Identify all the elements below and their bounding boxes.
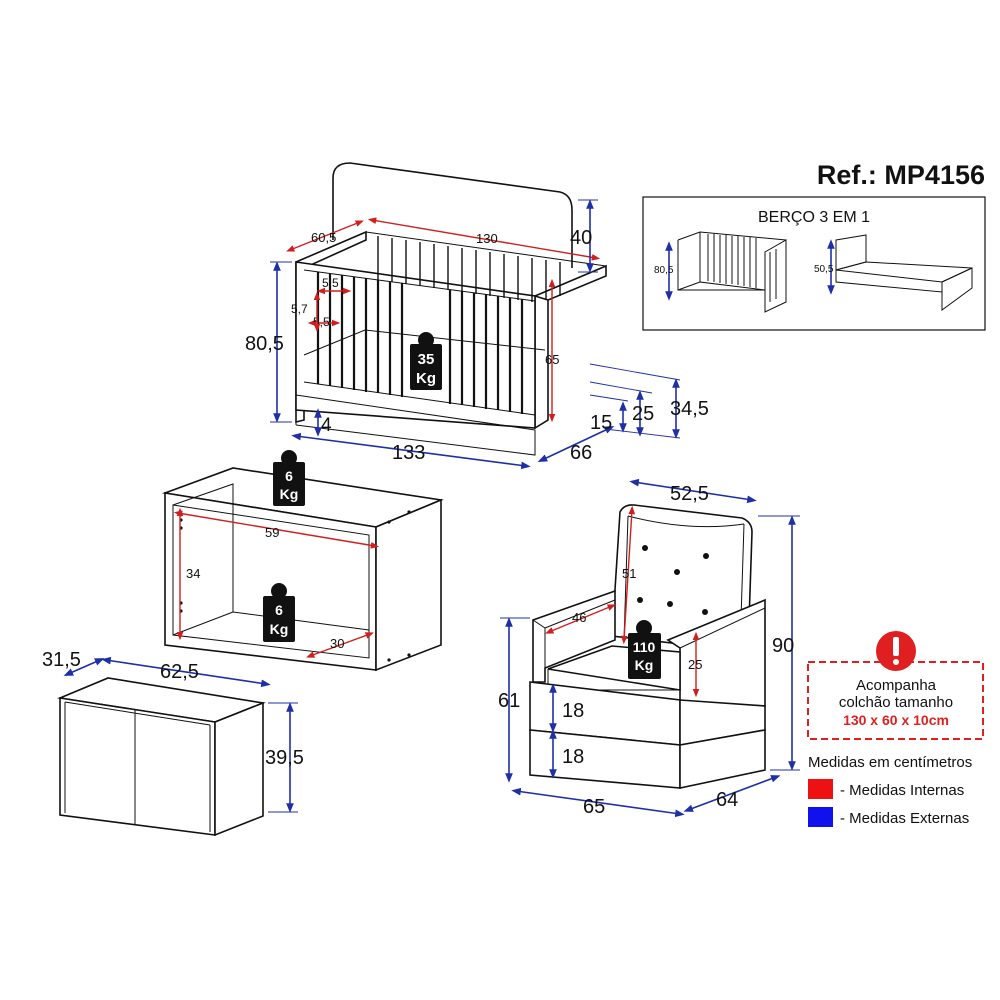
notice-line-2: colchão tamanho — [839, 694, 953, 711]
crib-length-int-label: 130 — [476, 231, 498, 246]
crib-modes-title: BERÇO 3 EM 1 — [758, 209, 870, 226]
armchair-seat-width-label: 46 — [572, 610, 586, 625]
cabinet-depth-label: 31,5 — [42, 649, 81, 671]
legend-swatch-external — [808, 807, 833, 827]
changing-table-top-weight-icon: 6 Kg — [273, 450, 305, 506]
changing-table-top-unit: Kg — [280, 486, 299, 502]
crib-base-offset: 4 — [321, 415, 332, 436]
bed-mode-drawing: 50,5 — [814, 234, 973, 311]
crib-mattress-h2: 25 — [632, 403, 654, 425]
cabinet-width-line — [101, 656, 271, 688]
cabinet-depth-line — [63, 658, 105, 676]
crib-depth-int-line — [286, 220, 364, 252]
crib-weight-unit: Kg — [416, 370, 436, 387]
crib-weight-icon: 35 Kg — [410, 332, 442, 390]
mattress-notice: Acompanha colchão tamanho 130 x 60 x 10c… — [807, 631, 984, 740]
crib-depth-int-label: 60,5 — [311, 230, 336, 245]
crib-modes-box: BERÇO 3 EM 1 80,5 50,5 — [642, 196, 986, 331]
armchair-back-height-line — [620, 505, 636, 645]
crib-rail-height-label: 65 — [545, 352, 559, 367]
legend-title: Medidas em centímetros — [808, 754, 972, 771]
armchair-width-line — [511, 787, 685, 818]
changing-table-top-load: 6 — [285, 468, 293, 484]
alert-icon — [876, 631, 916, 671]
changing-table-depth-label: 30 — [330, 636, 344, 651]
legend-item-internal: - Medidas Internas — [840, 782, 964, 799]
changing-table-shelf-weight-icon: 6 Kg — [263, 583, 295, 642]
armchair-load-unit: Kg — [635, 657, 654, 673]
crib-slat-gap-b: 5,5 — [313, 315, 330, 329]
armchair-back-height-label: 51 — [622, 566, 636, 581]
crib-drawing — [295, 162, 607, 456]
armchair-cushion2-label: 18 — [562, 746, 584, 768]
changing-table-width-line — [173, 510, 380, 549]
crib-slat-width: 5,7 — [291, 302, 308, 316]
crib-mode-height: 80,5 — [654, 265, 674, 276]
armchair-seat-width-line — [545, 604, 616, 634]
cabinet-drawing — [57, 677, 266, 837]
armchair-total-height-label: 90 — [772, 635, 794, 657]
armchair-depth-label: 64 — [716, 789, 738, 811]
crib-headboard-label: 40 — [570, 227, 592, 249]
legend-swatch-internal — [808, 779, 833, 799]
armchair-load-value: 110 — [633, 639, 656, 655]
crib-mattress-h1: 15 — [590, 412, 612, 434]
notice-line-1: Acompanha — [856, 677, 937, 694]
crib-slat-gap-a: 5,5 — [322, 276, 339, 290]
armchair-seat-height-label: 61 — [498, 690, 520, 712]
armchair-weight-icon: 110 Kg — [628, 620, 661, 679]
armchair-arm-height-label: 25 — [688, 657, 702, 672]
changing-table-depth-line — [306, 632, 374, 658]
reference-label: Ref.: MP4156 — [817, 160, 985, 190]
crib-weight-value: 35 — [418, 351, 435, 368]
armchair-cushion1-label: 18 — [562, 700, 584, 722]
crib-length-int-line — [367, 217, 601, 261]
cabinet-width-label: 62,5 — [160, 661, 199, 683]
crib-mattress-h3: 34,5 — [670, 398, 709, 420]
changing-table-shelf-load: 6 — [275, 602, 283, 618]
changing-table-shelf-unit: Kg — [270, 621, 289, 637]
armchair-depth-line — [683, 775, 781, 812]
changing-table-height-label: 34 — [186, 566, 200, 581]
bed-mode-height: 50,5 — [814, 264, 834, 275]
armchair-back-width-line — [629, 478, 757, 504]
cabinet-height-label: 39,5 — [265, 747, 304, 769]
crib-height-label: 80,5 — [245, 333, 284, 355]
crib-width-line — [291, 432, 531, 470]
legend-item-external: - Medidas Externas — [840, 810, 969, 827]
crib-depth-label: 66 — [570, 442, 592, 464]
changing-table-width-label: 59 — [265, 525, 279, 540]
notice-line-3: 130 x 60 x 10cm — [843, 712, 949, 728]
legend: Medidas em centímetros - Medidas Interna… — [808, 754, 972, 827]
crib-mode-drawing: 80,5 — [654, 231, 787, 313]
crib-depth-line — [537, 425, 615, 463]
crib-width-label: 133 — [392, 442, 425, 464]
armchair-width-label: 65 — [583, 796, 605, 818]
armchair-back-width-label: 52,5 — [670, 483, 709, 505]
